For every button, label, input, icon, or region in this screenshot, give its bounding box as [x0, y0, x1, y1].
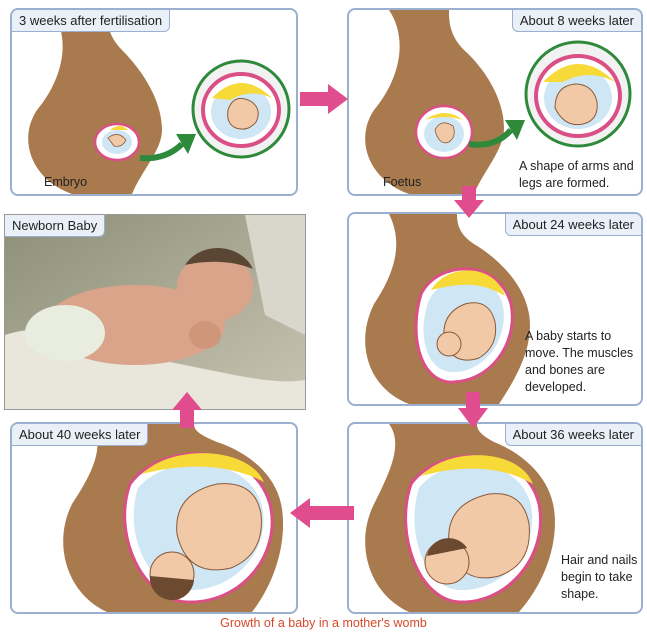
newborn-photo: Newborn Baby	[4, 214, 306, 410]
panel-week8-title: About 8 weeks later	[512, 10, 641, 32]
foetus-zoom-circle	[519, 38, 637, 150]
arrow-week36-to-week40	[290, 498, 354, 528]
arrow-week8-to-week24	[454, 186, 484, 218]
green-zoom-arrow	[467, 116, 529, 152]
panel-week8: About 8 weeks later Foetus A shape of ar…	[347, 8, 643, 196]
panel-week36-title: About 36 weeks later	[505, 424, 641, 446]
panel-week3: 3 weeks after fertilisation Embryo	[10, 8, 298, 196]
description-line: shape.	[561, 586, 637, 603]
description-line: Hair and nails	[561, 552, 637, 569]
green-zoom-arrow	[138, 128, 200, 164]
panel-week36-description: Hair and nails begin to take shape.	[561, 552, 637, 603]
belly-illustration	[12, 424, 296, 612]
newborn-photo-image	[5, 215, 305, 409]
foetus-label: Foetus	[383, 175, 421, 189]
description-line: developed.	[525, 379, 633, 396]
description-line: begin to take	[561, 569, 637, 586]
embryo-label: Embryo	[44, 175, 87, 189]
panel-week40: About 40 weeks later	[10, 422, 298, 614]
arrow-week24-to-week36	[458, 392, 488, 428]
panel-week24-title: About 24 weeks later	[505, 214, 641, 236]
panel-week3-title: 3 weeks after fertilisation	[12, 10, 170, 32]
panel-newborn-title: Newborn Baby	[5, 215, 105, 237]
arrow-week40-to-newborn	[172, 392, 202, 428]
panel-week40-title: About 40 weeks later	[12, 424, 148, 446]
description-line: legs are formed.	[519, 175, 634, 192]
description-line: and bones are	[525, 362, 633, 379]
panel-week24-description: A baby starts to move. The muscles and b…	[525, 328, 633, 396]
figure-caption: Growth of a baby in a mother's womb	[0, 616, 647, 630]
description-line: A baby starts to	[525, 328, 633, 345]
description-line: A shape of arms and	[519, 158, 634, 175]
panel-week36: About 36 weeks later Hair and nails begi…	[347, 422, 643, 614]
embryo-zoom-circle	[190, 58, 292, 160]
panel-week8-description: A shape of arms and legs are formed.	[519, 158, 634, 192]
description-line: move. The muscles	[525, 345, 633, 362]
panel-week24: About 24 weeks later A baby starts to mo…	[347, 212, 643, 406]
arrow-week3-to-week8	[300, 84, 348, 114]
